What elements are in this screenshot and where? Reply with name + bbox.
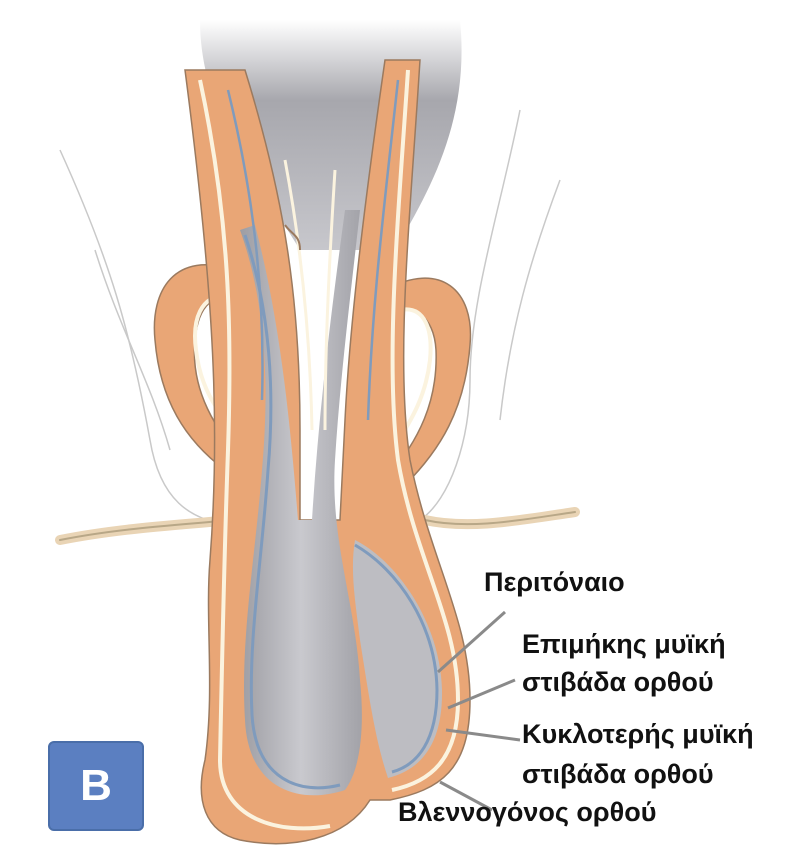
panel-letter-badge: B	[48, 741, 144, 831]
label-longitudinal-muscle-line2: στιβάδα ορθού	[522, 665, 714, 699]
label-longitudinal-muscle-line1: Επιμήκης μυϊκή	[522, 627, 726, 661]
label-circular-muscle-line2: στιβάδα ορθού	[522, 757, 714, 791]
label-peritoneum: Περιτόναιο	[484, 565, 625, 599]
label-circular-muscle-line1: Κυκλοτερής μυϊκή	[522, 717, 754, 751]
label-rectal-mucosa: Βλεννογόνος ορθού	[398, 795, 656, 829]
